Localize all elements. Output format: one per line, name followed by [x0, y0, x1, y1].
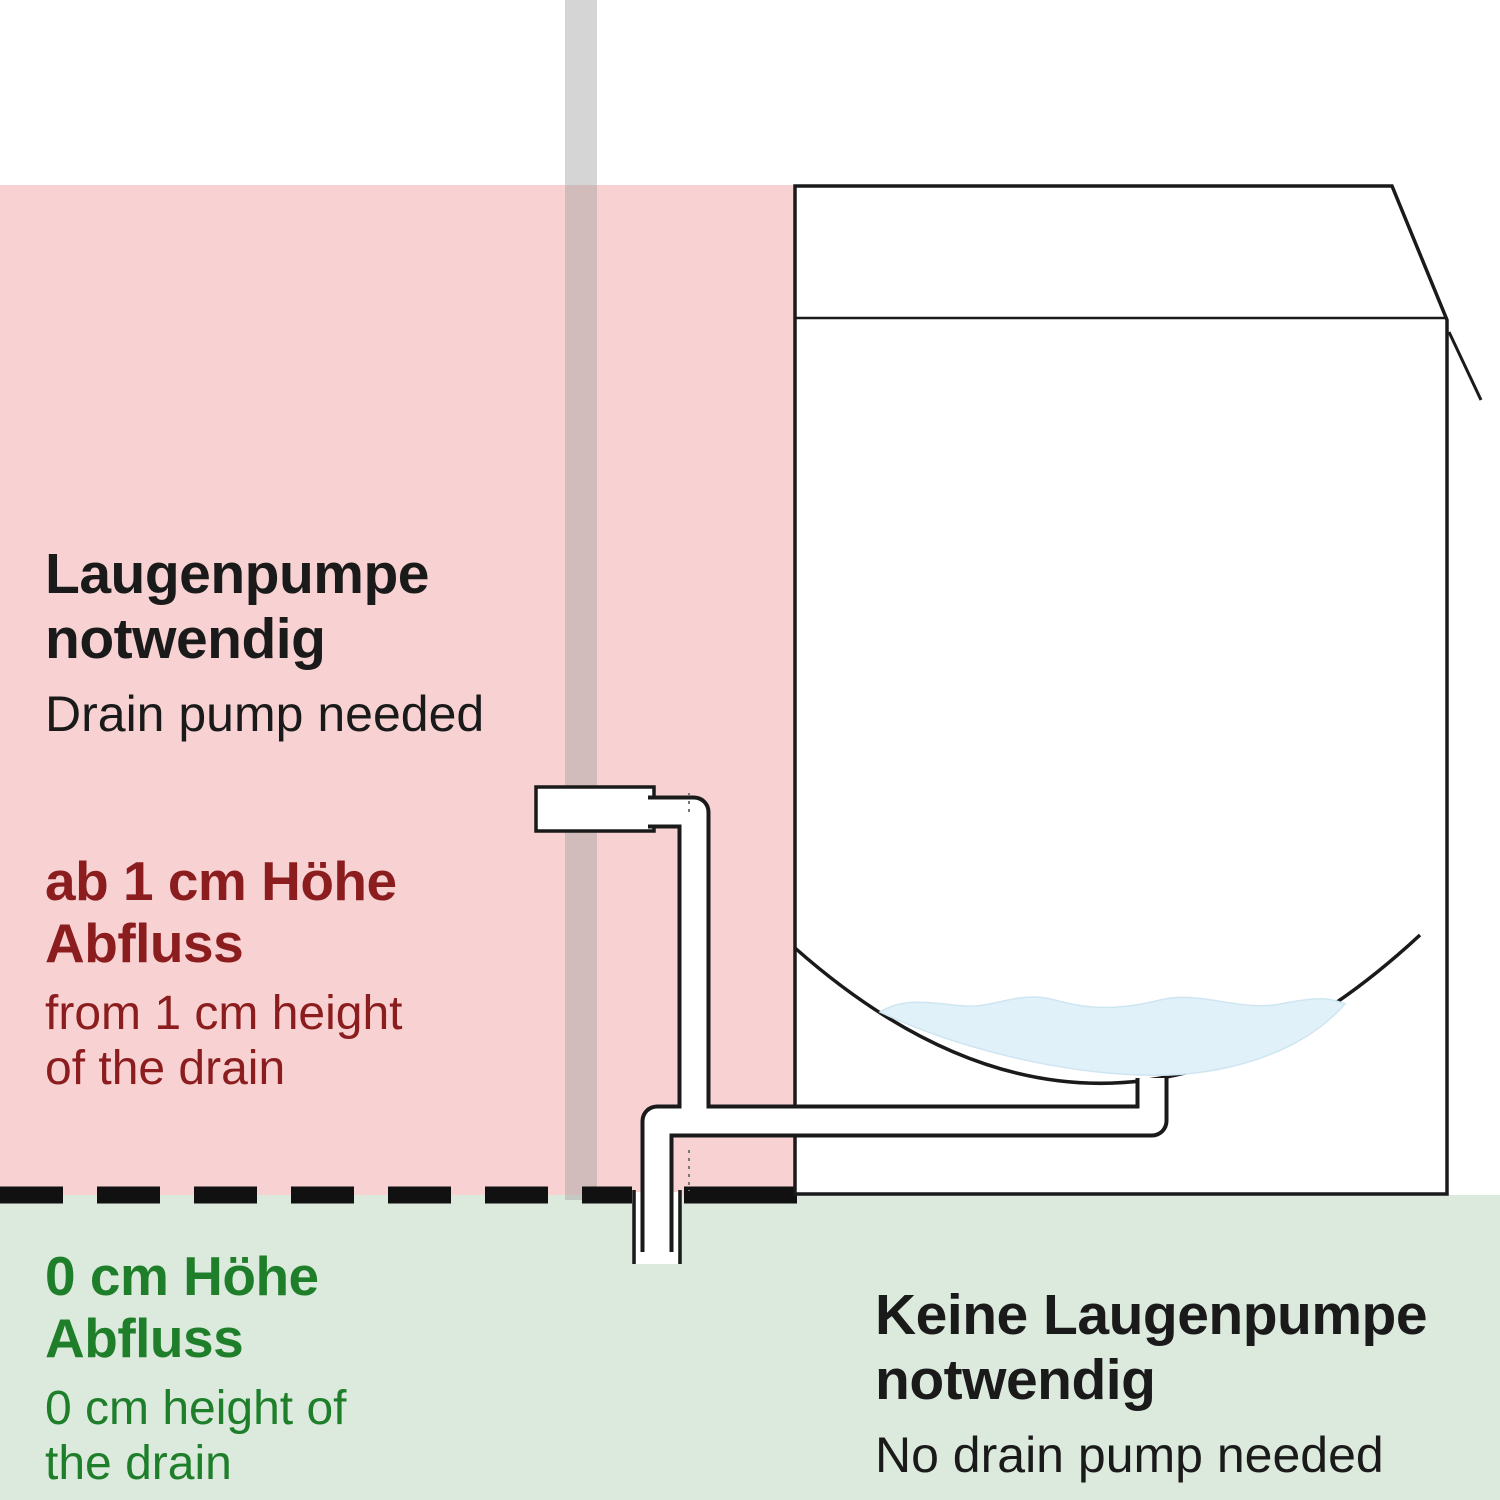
no-pump-subtitle-en: No drain pump needed: [875, 1427, 1384, 1483]
drain-1cm-title-de-line2: Abfluss: [45, 912, 244, 974]
drain-0cm-title-de-line2: Abfluss: [45, 1307, 244, 1369]
drain-1cm-subtitle-en-line2: of the drain: [45, 1042, 286, 1095]
water-in-drum: [878, 996, 1347, 1077]
green-no-pump-zone: [0, 1195, 1500, 1500]
wall-drain-fitting: [534, 785, 656, 833]
label-no-pump-needed: Keine Laugenpumpe notwendig No drain pum…: [875, 1283, 1428, 1483]
pump-needed-title-de-line1: Laugenpumpe: [45, 542, 430, 606]
riser-hose-interior: [648, 799, 707, 1121]
label-drain-height-1cm: ab 1 cm Höhe Abfluss from 1 cm height of…: [45, 850, 402, 1096]
no-pump-title-de-line2: notwendig: [875, 1348, 1156, 1412]
pump-needed-title-de-line2: notwendig: [45, 607, 326, 671]
standpipe: [565, 0, 597, 1200]
no-pump-title-de-line1: Keine Laugenpumpe: [875, 1283, 1428, 1347]
drain-1cm-subtitle-en-line1: from 1 cm height: [45, 987, 403, 1040]
drain-1cm-title-de-line1: ab 1 cm Höhe: [45, 850, 397, 912]
pump-needed-subtitle-en: Drain pump needed: [45, 686, 485, 742]
drain-hose-interior: [644, 1078, 1165, 1252]
machine-corner-tick: [1447, 331, 1483, 401]
drain-0cm-subtitle-en-line2: the drain: [45, 1437, 232, 1490]
label-drain-height-0cm: 0 cm Höhe Abfluss 0 cm height of the dra…: [45, 1245, 347, 1491]
drain-0cm-subtitle-en-line1: 0 cm height of: [45, 1382, 347, 1435]
floor-drain-socket-walls: [632, 1190, 682, 1264]
label-pump-needed: Laugenpumpe notwendig Drain pump needed: [45, 542, 484, 742]
drain-0cm-title-de-line1: 0 cm Höhe: [45, 1245, 319, 1307]
pink-pump-needed-zone: [0, 185, 795, 1195]
